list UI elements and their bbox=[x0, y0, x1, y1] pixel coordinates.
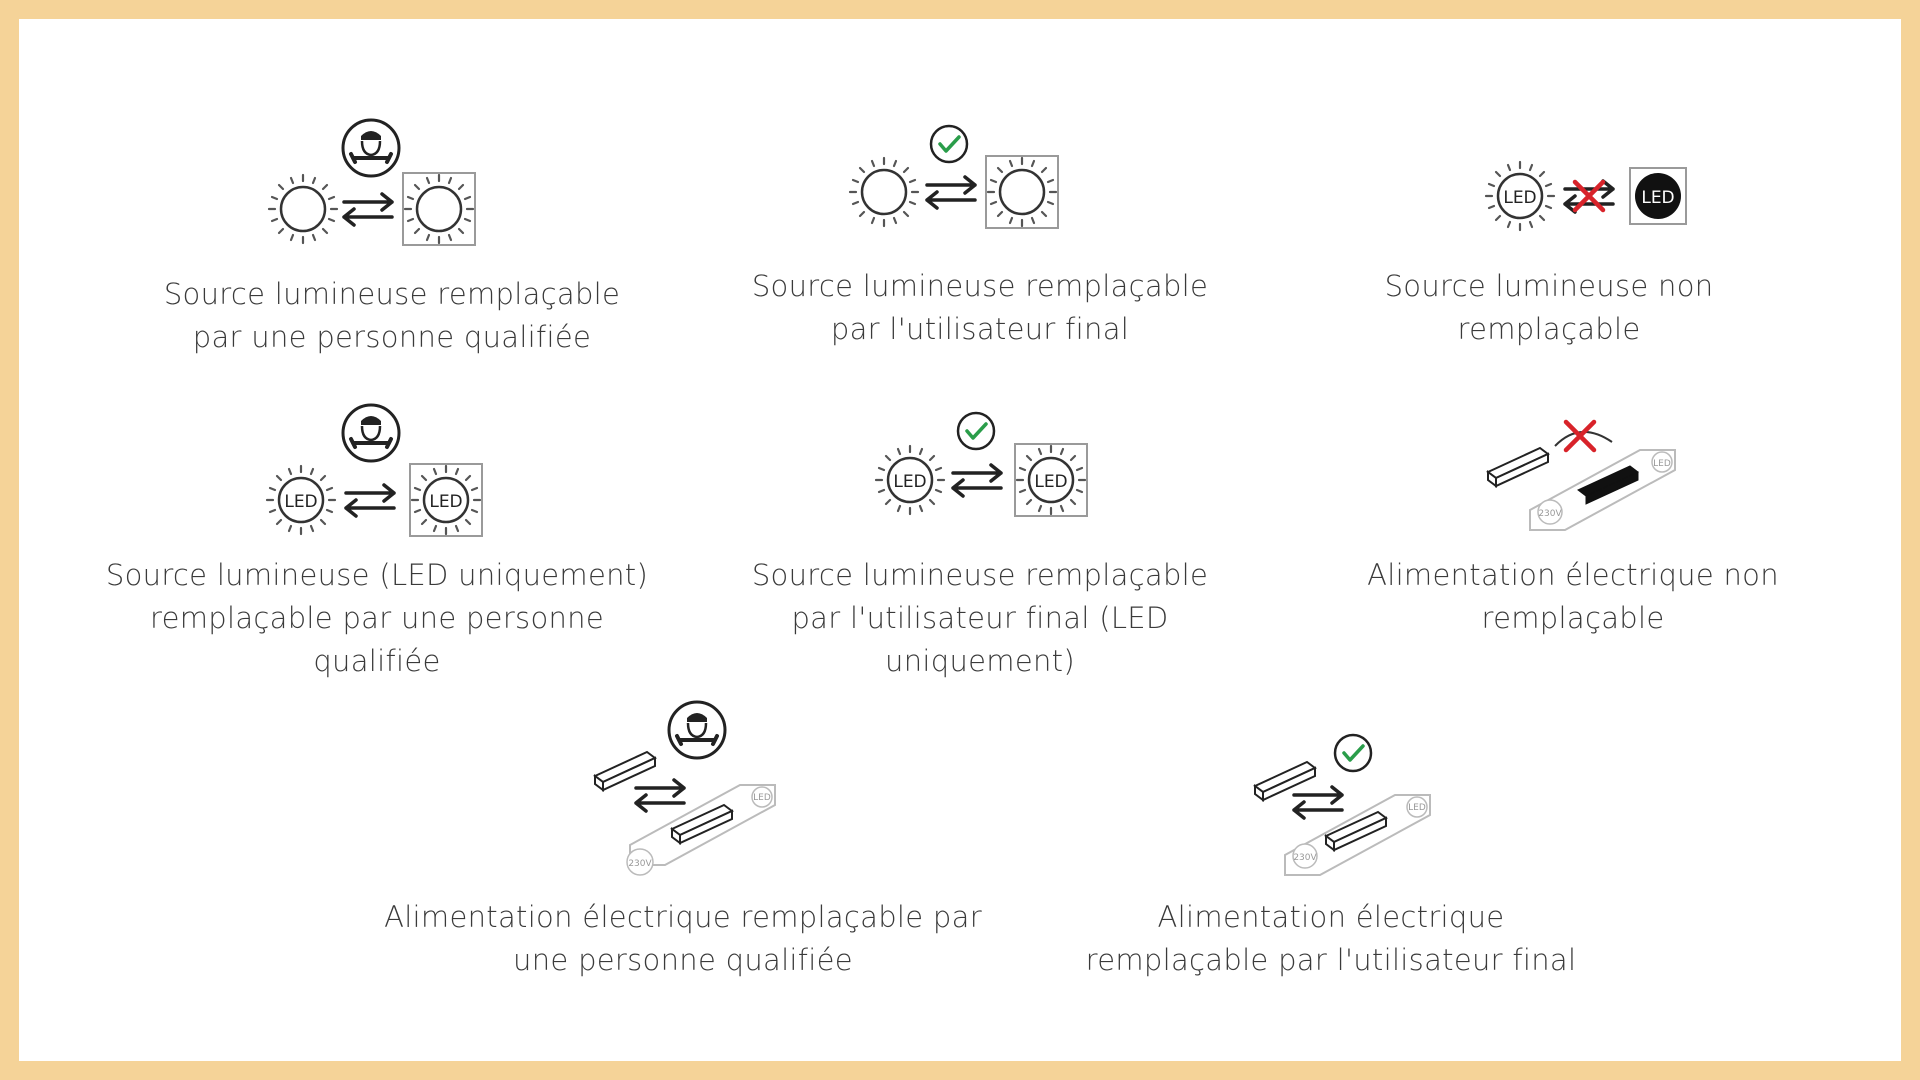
svg-text:LED: LED bbox=[284, 492, 317, 512]
check-icon bbox=[1333, 733, 1373, 773]
caption-line: Alimentation électrique bbox=[1157, 900, 1505, 934]
non-replaceable-power-supply-icon: 230V LED bbox=[1487, 422, 1676, 531]
frame-icon bbox=[985, 155, 1059, 229]
caption-line: Source lumineuse remplaçable bbox=[163, 277, 621, 311]
svg-text:LED: LED bbox=[1653, 459, 1671, 469]
swap-arrows-icon bbox=[634, 778, 686, 813]
svg-text:LED: LED bbox=[1408, 803, 1426, 813]
caption-technician-power-supply: Alimentation électrique remplaçable par … bbox=[363, 896, 1003, 982]
caption-line: par l'utilisateur final (LED bbox=[791, 601, 1169, 635]
swap-arrows-icon bbox=[951, 463, 1003, 498]
voltage-badge-icon bbox=[626, 848, 654, 876]
voltage-badge-icon bbox=[1292, 843, 1318, 869]
svg-text:230V: 230V bbox=[1538, 509, 1562, 519]
driver-box-icon bbox=[1487, 447, 1549, 487]
technician-icon bbox=[341, 118, 401, 178]
caption-non-replaceable-light-source: Source lumineuse non remplaçable bbox=[1229, 265, 1869, 351]
technician-icon bbox=[341, 403, 401, 463]
sun-icon bbox=[848, 156, 920, 228]
svg-text:LED: LED bbox=[1503, 188, 1536, 208]
caption-line: remplaçable par une personne bbox=[149, 601, 605, 635]
caption-user-light-source: Source lumineuse remplaçable par l'utili… bbox=[660, 265, 1300, 351]
caption-line: une personne qualifiée bbox=[513, 943, 853, 977]
voltage-badge-icon bbox=[1537, 499, 1563, 525]
frame-icon bbox=[1629, 167, 1687, 225]
swap-arrows-icon bbox=[1292, 785, 1344, 820]
swap-arrows-icon bbox=[342, 192, 394, 227]
svg-text:LED: LED bbox=[893, 472, 926, 492]
technician-icon bbox=[667, 700, 727, 760]
svg-text:LED: LED bbox=[753, 793, 771, 803]
caption-line: remplaçable bbox=[1457, 312, 1641, 346]
swap-arrows-icon bbox=[344, 483, 396, 518]
user-swap-led-icon: LED LED bbox=[874, 411, 1088, 517]
caption-line: Source lumineuse remplaçable bbox=[751, 558, 1209, 592]
user-swap-power-supply-icon: 230V LED bbox=[1254, 733, 1431, 876]
caption-line: qualifiée bbox=[313, 644, 441, 678]
led-chip-icon bbox=[1635, 173, 1681, 219]
caption-non-replaceable-power-supply: Alimentation électrique non remplaçable bbox=[1253, 554, 1893, 640]
caption-line: par l'utilisateur final bbox=[830, 312, 1130, 346]
technician-swap-led-icon: LED LED bbox=[265, 403, 483, 537]
check-icon bbox=[956, 411, 996, 451]
sun-icon bbox=[267, 173, 339, 245]
svg-text:LED: LED bbox=[429, 492, 462, 512]
sun-icon bbox=[403, 173, 475, 245]
driver-box-icon bbox=[594, 751, 656, 791]
caption-line: Alimentation électrique remplaçable par bbox=[384, 900, 982, 934]
caption-user-power-supply: Alimentation électrique remplaçable par … bbox=[1011, 896, 1651, 982]
caption-line: par une personne qualifiée bbox=[192, 320, 592, 354]
non-replaceable-led-icon: LED LED bbox=[1484, 160, 1687, 232]
sun-icon bbox=[986, 156, 1058, 228]
caption-line: Source lumineuse non bbox=[1384, 269, 1714, 303]
svg-text:230V: 230V bbox=[1293, 853, 1317, 863]
check-icon bbox=[929, 124, 969, 164]
caption-line: remplaçable par l'utilisateur final bbox=[1085, 943, 1577, 977]
caption-user-led: Source lumineuse remplaçable par l'utili… bbox=[660, 554, 1300, 683]
red-cross-icon bbox=[1575, 182, 1603, 210]
svg-text:LED: LED bbox=[1641, 188, 1674, 208]
technician-swap-light-source-icon bbox=[267, 118, 476, 246]
swap-arrows-icon bbox=[925, 175, 977, 210]
technician-swap-power-supply-icon: 230V LED bbox=[594, 700, 776, 876]
frame-icon bbox=[402, 172, 476, 246]
caption-line: Source lumineuse (LED uniquement) bbox=[105, 558, 649, 592]
caption-line: uniquement) bbox=[885, 644, 1075, 678]
caption-technician-led: Source lumineuse (LED uniquement) rempla… bbox=[57, 554, 697, 683]
caption-technician-light-source: Source lumineuse remplaçable par une per… bbox=[72, 273, 712, 359]
caption-line: Source lumineuse remplaçable bbox=[751, 269, 1209, 303]
user-swap-light-source-icon bbox=[848, 124, 1059, 229]
svg-text:LED: LED bbox=[1034, 472, 1067, 492]
svg-text:230V: 230V bbox=[628, 859, 652, 869]
caption-line: remplaçable bbox=[1481, 601, 1665, 635]
caption-line: Alimentation électrique non bbox=[1367, 558, 1779, 592]
